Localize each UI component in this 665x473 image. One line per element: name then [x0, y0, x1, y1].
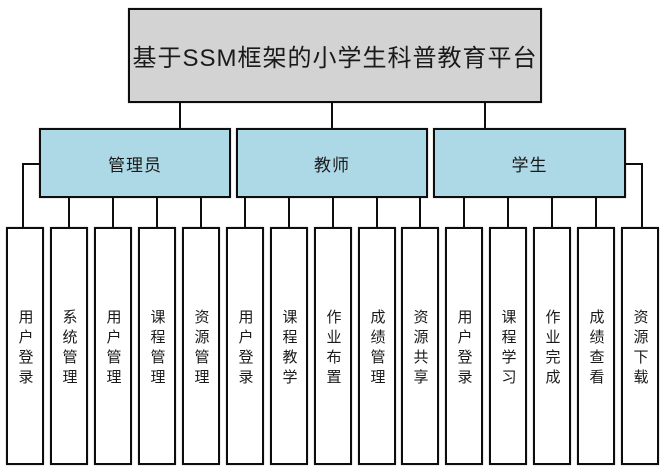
connector-line [331, 103, 333, 128]
leaf-node-admin-user-mgmt: 用户管理 [94, 227, 132, 465]
role-node-label: 管理员 [108, 155, 162, 175]
connector-line [507, 198, 509, 227]
connector-line [332, 198, 334, 227]
leaf-node-student-resource-download: 资源下载 [621, 227, 659, 465]
connector-line [419, 198, 421, 227]
leaf-node-label: 作业布置 [324, 308, 342, 389]
leaf-node-teacher-resource-share: 资源共享 [401, 227, 439, 465]
connector-line [112, 198, 114, 227]
leaf-node-admin-system-mgmt: 系统管理 [50, 227, 88, 465]
connector-line [200, 198, 202, 227]
connector-line [484, 103, 486, 128]
connector-line [595, 198, 597, 227]
connector-line [156, 198, 158, 227]
role-node-teacher: 教师 [236, 128, 428, 198]
root-node-label: 基于SSM框架的小学生科普教育平台 [132, 45, 538, 72]
leaf-node-teacher-homework-assign: 作业布置 [314, 227, 352, 465]
connector-line [551, 198, 553, 227]
connector-line [22, 163, 39, 165]
connector-line [463, 198, 465, 227]
connector-line [244, 198, 246, 227]
connector-line [641, 163, 643, 227]
leaf-node-student-homework-finish: 作业完成 [533, 227, 571, 465]
leaf-node-label: 资源下载 [631, 308, 649, 389]
leaf-node-label: 资源管理 [192, 308, 210, 389]
connector-line [376, 198, 378, 227]
role-node-admin: 管理员 [39, 128, 231, 198]
role-node-label: 学生 [511, 155, 548, 175]
leaf-node-teacher-grade-mgmt: 成绩管理 [358, 227, 396, 465]
connector-line [179, 103, 181, 128]
leaf-node-student-user-login: 用户登录 [445, 227, 483, 465]
leaf-node-teacher-user-login: 用户登录 [226, 227, 264, 465]
leaf-node-label: 课程管理 [148, 308, 166, 389]
leaf-node-label: 系统管理 [60, 308, 78, 389]
leaf-node-label: 用户登录 [455, 308, 473, 389]
leaf-node-label: 成绩管理 [368, 308, 386, 389]
role-node-student: 学生 [433, 128, 626, 198]
leaf-node-label: 用户登录 [16, 308, 34, 389]
role-node-label: 教师 [314, 155, 350, 175]
leaf-node-admin-course-mgmt: 课程管理 [138, 227, 176, 465]
connector-line [625, 163, 643, 165]
leaf-node-label: 作业完成 [543, 308, 561, 389]
leaf-node-student-course-learn: 课程学习 [489, 227, 527, 465]
leaf-node-label: 用户管理 [104, 308, 122, 389]
connector-line [68, 198, 70, 227]
leaf-node-teacher-course-teach: 课程教学 [270, 227, 308, 465]
leaf-node-admin-resource-mgmt: 资源管理 [182, 227, 220, 465]
root-node: 基于SSM框架的小学生科普教育平台 [128, 8, 542, 103]
leaf-node-label: 课程学习 [499, 308, 517, 389]
leaf-node-student-grade-view: 成绩查看 [577, 227, 615, 465]
connector-line [288, 198, 290, 227]
leaf-node-admin-user-login: 用户登录 [6, 227, 44, 465]
leaf-node-label: 用户登录 [236, 308, 254, 389]
leaf-node-label: 课程教学 [280, 308, 298, 389]
leaf-node-label: 资源共享 [411, 308, 429, 389]
connector-line [22, 163, 24, 227]
leaf-node-label: 成绩查看 [587, 308, 605, 389]
